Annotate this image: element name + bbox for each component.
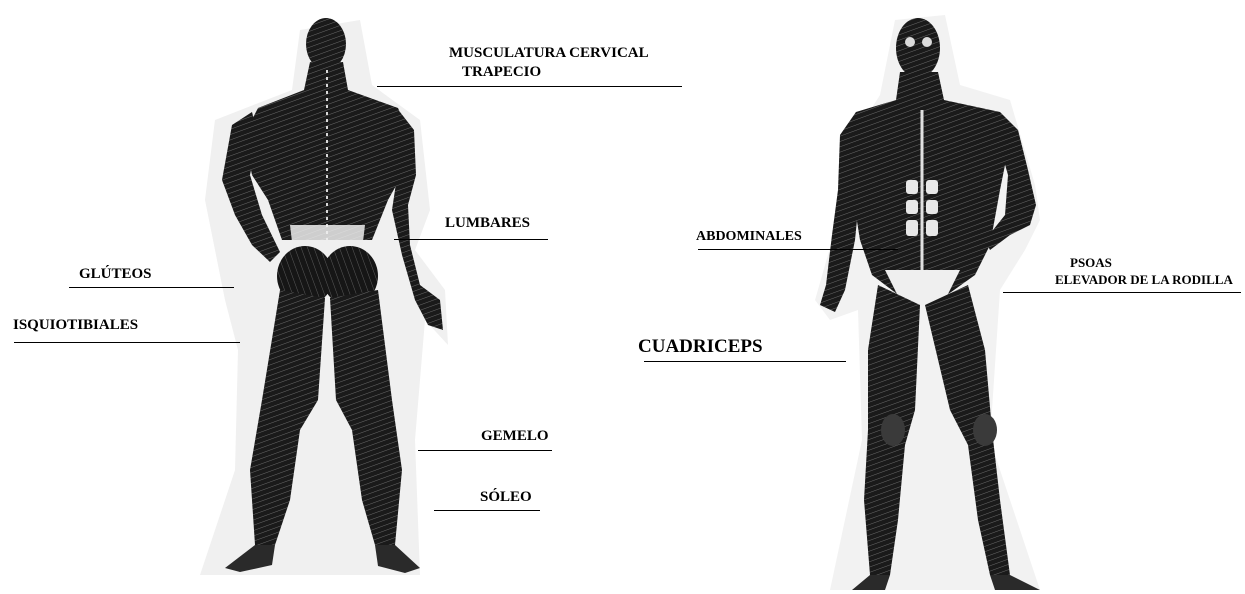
leader-line-soleo xyxy=(434,510,540,511)
label-trapecio: TRAPECIO xyxy=(462,65,541,80)
label-soleo: SÓLEO xyxy=(480,490,532,505)
label-musculatura-cervical: MUSCULATURA CERVICAL xyxy=(449,46,649,61)
front-left-knee xyxy=(881,414,905,446)
leader-line-trapecio xyxy=(377,86,682,87)
leader-line-gemelo xyxy=(418,450,552,451)
front-right-knee xyxy=(973,414,997,446)
leader-line-cuadriceps xyxy=(644,361,846,362)
label-gemelo: GEMELO xyxy=(481,429,549,444)
leader-line-psoas xyxy=(1003,292,1241,293)
front-eye-right xyxy=(922,37,932,47)
front-view-muscle-figure xyxy=(815,15,1040,590)
label-gluteos: GLÚTEOS xyxy=(79,267,152,282)
back-lumbar-area xyxy=(290,225,365,250)
leader-line-gluteos xyxy=(69,287,234,288)
label-abdominales: ABDOMINALES xyxy=(696,230,802,244)
leader-line-isquiotibiales xyxy=(14,342,240,343)
back-view-muscle-figure xyxy=(200,18,448,575)
leader-line-lumbares xyxy=(394,239,548,240)
front-head xyxy=(896,18,940,78)
front-eye-left xyxy=(905,37,915,47)
label-lumbares: LUMBARES xyxy=(445,216,530,231)
label-elevador-rodilla: ELEVADOR DE LA RODILLA xyxy=(1055,273,1233,286)
label-isquiotibiales: ISQUIOTIBIALES xyxy=(13,318,138,333)
label-psoas: PSOAS xyxy=(1070,256,1112,269)
leader-line-abdominales xyxy=(698,249,898,250)
label-cuadriceps: CUADRICEPS xyxy=(638,337,763,356)
